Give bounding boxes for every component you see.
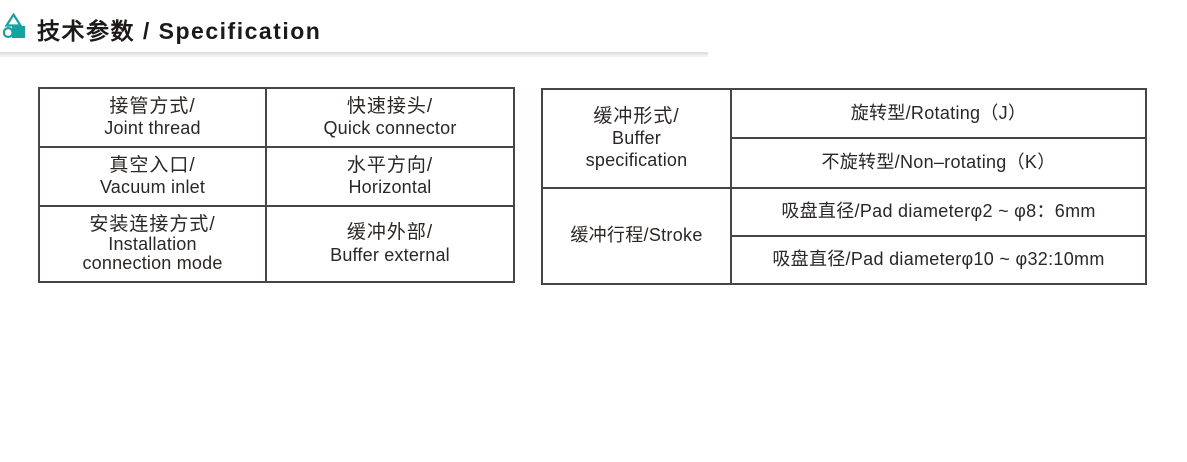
cell-label-zh: 安装连接方式/ bbox=[89, 214, 216, 236]
cell-label-zh: 缓冲形式/ bbox=[593, 106, 680, 128]
cell-value: 不旋转型/Non–rotating（K） bbox=[821, 152, 1056, 173]
cell-label-en: Vacuum inlet bbox=[99, 177, 206, 198]
cell-label-en: Buffer bbox=[612, 128, 661, 149]
cell-label-en2: specification bbox=[585, 149, 688, 170]
table-row: 真空入口/ Vacuum inlet 水平方向/ Horizontal bbox=[38, 146, 515, 208]
cell-label-zh: 接管方式/ bbox=[109, 95, 196, 117]
cell-non-rotating-option: 不旋转型/Non–rotating（K） bbox=[730, 137, 1147, 189]
cell-value-zh: 缓冲外部/ bbox=[346, 222, 434, 244]
cell-label-en2: connection mode bbox=[82, 253, 223, 274]
joint-spec-table: 接管方式/ Joint thread 快速接头/ Quick connector… bbox=[38, 86, 515, 283]
cell-installation-mode: 安装连接方式/ Installation connection mode bbox=[38, 205, 267, 283]
cell-label: 缓冲行程/Stroke bbox=[570, 225, 703, 246]
cell-quick-connector: 快速接头/ Quick connector bbox=[265, 86, 515, 149]
shapes-triangle-circle-square-icon bbox=[3, 13, 25, 38]
table-row: 安装连接方式/ Installation connection mode 缓冲外… bbox=[38, 205, 515, 283]
cell-vacuum-inlet: 真空入口/ Vacuum inlet bbox=[38, 146, 267, 208]
table-row: 缓冲形式/ Buffer specification 旋转型/Rotating（… bbox=[541, 88, 1147, 189]
cell-value: 旋转型/Rotating（J） bbox=[850, 102, 1027, 123]
table-row: 吸盘直径/Pad diameterφ10 ~ φ32:10mm bbox=[542, 235, 1147, 285]
header-divider bbox=[0, 52, 708, 57]
table-row: 缓冲行程/Stroke 吸盘直径/Pad diameterφ2 ~ φ8：6mm bbox=[541, 187, 1147, 285]
cell-stroke-large-pads: 吸盘直径/Pad diameterφ10 ~ φ32:10mm bbox=[730, 235, 1147, 285]
cell-value: 吸盘直径/Pad diameterφ10 ~ φ32:10mm bbox=[772, 249, 1105, 270]
table-row: 接管方式/ Joint thread 快速接头/ Quick connector bbox=[38, 86, 515, 149]
cell-value-en: Horizontal bbox=[348, 177, 432, 198]
buffer-spec-table: 缓冲形式/ Buffer specification 旋转型/Rotating（… bbox=[541, 88, 1147, 285]
cell-label-en: Joint thread bbox=[104, 118, 201, 139]
page-title: 技术参数 / Specification bbox=[37, 18, 322, 44]
cell-horizontal: 水平方向/ Horizontal bbox=[265, 146, 515, 208]
cell-value: 吸盘直径/Pad diameterφ2 ~ φ8：6mm bbox=[781, 201, 1096, 222]
cell-label-zh: 真空入口/ bbox=[109, 154, 196, 176]
cell-stroke: 缓冲行程/Stroke bbox=[541, 187, 732, 285]
cell-value-zh: 水平方向/ bbox=[346, 154, 434, 176]
cell-rotating-option: 旋转型/Rotating（J） bbox=[730, 88, 1147, 139]
cell-value-en: Quick connector bbox=[323, 118, 457, 139]
cell-label-en: Installation bbox=[108, 234, 197, 255]
page-header: 技术参数 / Specification bbox=[0, 0, 1187, 60]
cell-buffer-specification: 缓冲形式/ Buffer specification bbox=[541, 88, 732, 189]
cell-buffer-external: 缓冲外部/ Buffer external bbox=[265, 205, 515, 283]
cell-stroke-small-pads: 吸盘直径/Pad diameterφ2 ~ φ8：6mm bbox=[730, 187, 1147, 237]
cell-joint-thread: 接管方式/ Joint thread bbox=[38, 86, 267, 149]
table-row: 不旋转型/Non–rotating（K） bbox=[542, 137, 1147, 189]
cell-value-en: Buffer external bbox=[330, 244, 450, 265]
cell-value-zh: 快速接头/ bbox=[346, 95, 434, 117]
